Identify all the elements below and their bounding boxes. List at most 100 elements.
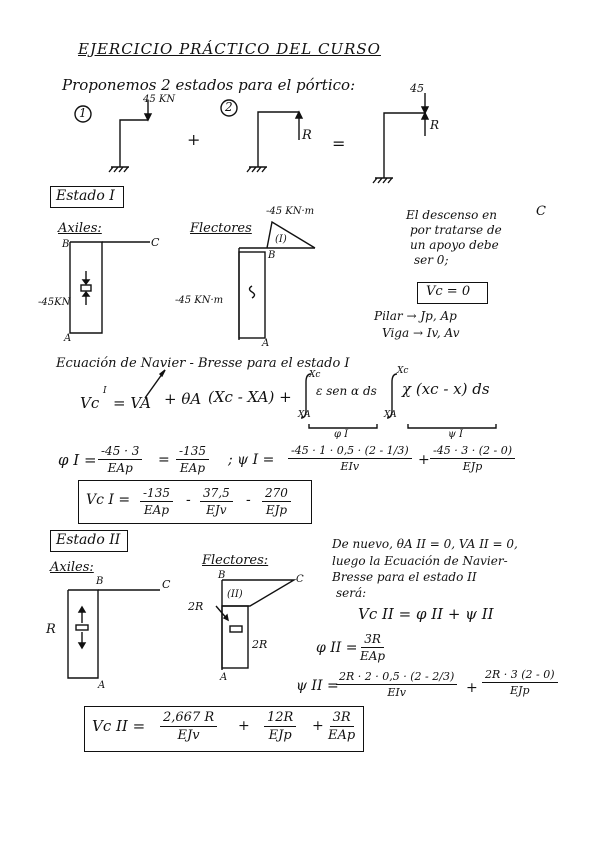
integral1-body: ε sen α ds xyxy=(316,384,377,398)
intro-text: Proponemos 2 estados para el pórtico: xyxy=(62,76,356,94)
denominator: EAp xyxy=(328,728,356,743)
numerator: -45 · 3 xyxy=(98,444,143,460)
estado2-flectores-title: Flectores: xyxy=(202,553,269,568)
result2-f3: 3R EAp xyxy=(328,710,355,743)
estado1-flect-node-a: A xyxy=(262,338,270,349)
phi1-mid: = xyxy=(158,452,170,468)
denominator: EAp xyxy=(143,503,170,517)
estado2-flect-node-c: C xyxy=(296,574,304,585)
estado1-flectores-diagram xyxy=(238,220,316,340)
vc-zero-box xyxy=(417,282,488,304)
note-line: El descenso en xyxy=(406,208,497,222)
result1-f2: 37,5 EJv xyxy=(200,486,233,517)
estado2-axiles-node-c: C xyxy=(162,578,171,591)
psi2-frac1: 2R · 2 · 0,5 · (2 - 2/3) EIv xyxy=(336,670,458,699)
integral1-upper: Xc xyxy=(309,370,321,380)
equation-title: Ecuación de Navier - Bresse para el esta… xyxy=(56,356,350,371)
vc-zero-text: Vc = 0 xyxy=(426,284,471,299)
phi1-frac2: -135 EAp xyxy=(176,444,209,475)
estado1-axiles-title: Axiles: xyxy=(58,221,102,236)
text-line: De nuevo, θA II = 0, VA II = 0, xyxy=(332,537,518,551)
pilar-line: Pilar → Jp, Ap xyxy=(374,309,457,323)
estado2-flect-node-a: A xyxy=(220,672,228,683)
note-line: un apoyo debe xyxy=(410,238,499,252)
numerator: -45 · 1 · 0,5 · (2 - 1/3) xyxy=(288,444,412,459)
estado1-moment-left: -45 KN·m xyxy=(175,295,224,306)
numerator: 37,5 xyxy=(200,486,233,502)
psi1-lhs: ; ψ I = xyxy=(228,452,275,468)
phi-label: φ I xyxy=(334,429,349,440)
estado1-axiles-node-b: B xyxy=(62,239,70,250)
denominator: EIv xyxy=(340,460,360,473)
result1-minus2: - xyxy=(246,492,251,508)
state1-load: 45 KN xyxy=(143,94,176,105)
estado2-moment-left: 2R xyxy=(188,600,204,613)
state3-reaction: R xyxy=(430,118,440,132)
integral1-lower: XA xyxy=(298,410,311,420)
estado1-flectores-title: Flectores xyxy=(190,221,252,236)
equals-sign: = xyxy=(332,134,346,153)
plus-sign: + xyxy=(187,130,201,149)
phi2-lhs: φ II = xyxy=(316,640,358,656)
denominator: EAp xyxy=(179,461,206,475)
estado2-title: Estado II xyxy=(56,532,121,548)
page-title: EJERCICIO PRÁCTICO DEL CURSO xyxy=(78,40,381,58)
integral2-upper: Xc xyxy=(397,366,409,376)
state2-label: 2 xyxy=(225,100,233,114)
denominator: EJv xyxy=(177,728,200,743)
result1-box xyxy=(78,480,312,524)
estado2-axil-r: R xyxy=(46,622,56,637)
denominator: EAp xyxy=(107,461,133,475)
estado1-axil-value: -45KN xyxy=(38,297,71,308)
numerator: 2R · 2 · 0,5 · (2 - 2/3) xyxy=(336,670,458,685)
numerator: 3R xyxy=(361,632,384,648)
integral-signs xyxy=(144,369,497,429)
estado2-axiles-diagram xyxy=(67,589,160,679)
note-node-c: C xyxy=(536,204,546,219)
text-line: Bresse para el estado II xyxy=(332,570,477,584)
result2-f2: 12R EJp xyxy=(264,710,297,743)
estado1-title: Estado I xyxy=(56,188,115,204)
psi1-frac1: -45 · 1 · 0,5 · (2 - 1/3) EIv xyxy=(288,444,412,473)
state2-reaction: R xyxy=(302,128,312,143)
numerator: 3R xyxy=(329,710,354,727)
estado2-axiles-node-a: A xyxy=(98,680,106,691)
estado2-title-box xyxy=(50,530,128,552)
result1-f3: 270 EJp xyxy=(262,486,291,517)
numerator: 2R · 3 (2 - 0) xyxy=(482,668,558,683)
psi-label: ψ I xyxy=(448,429,463,440)
note-line: ser 0; xyxy=(414,253,449,267)
result2-plus2: + xyxy=(312,718,324,734)
denominator: EJv xyxy=(206,503,227,517)
state1-label: 1 xyxy=(79,106,87,120)
estado2-flectores-diagram xyxy=(215,579,297,670)
estado2-axiles-node-b: B xyxy=(96,576,104,587)
integral2-lower: XA xyxy=(384,410,397,420)
text-line: será: xyxy=(336,586,367,600)
result2-box xyxy=(84,706,364,752)
note-line: por tratarse de xyxy=(410,223,502,237)
nb-lhs-sup: I xyxy=(103,386,107,396)
estado1-axiles-node-c: C xyxy=(151,236,160,249)
psi1-plus: + xyxy=(418,452,430,468)
denominator: EAp xyxy=(360,649,386,663)
nb-rhs3: (Xc - XA) + xyxy=(208,388,292,406)
nb-rhs1: = VA xyxy=(113,394,151,412)
text-line: luego la Ecuación de Navier- xyxy=(332,554,508,568)
psi2-frac2: 2R · 3 (2 - 0) EJp xyxy=(482,668,558,697)
phi1-lhs: φ I = xyxy=(58,451,97,469)
estado2-vc-eq: Vc II = φ II + ψ II xyxy=(358,605,494,623)
phi2-frac: 3R EAp xyxy=(360,632,385,663)
psi2-lhs: ψ II = xyxy=(296,678,339,694)
result2-lhs: Vc II = xyxy=(92,717,146,735)
result2-f1: 2,667 R EJv xyxy=(160,710,218,743)
estado2-moment-right: 2R xyxy=(252,638,268,651)
numerator: 12R xyxy=(264,710,297,727)
result2-plus1: + xyxy=(238,718,250,734)
estado1-region: (I) xyxy=(275,234,287,245)
numerator: -45 · 3 · (2 - 0) xyxy=(430,444,515,459)
numerator: 270 xyxy=(262,486,291,502)
nb-rhs2: + θA xyxy=(164,390,202,408)
psi2-plus: + xyxy=(466,680,478,696)
estado1-moment-top: -45 KN·m xyxy=(266,206,315,217)
